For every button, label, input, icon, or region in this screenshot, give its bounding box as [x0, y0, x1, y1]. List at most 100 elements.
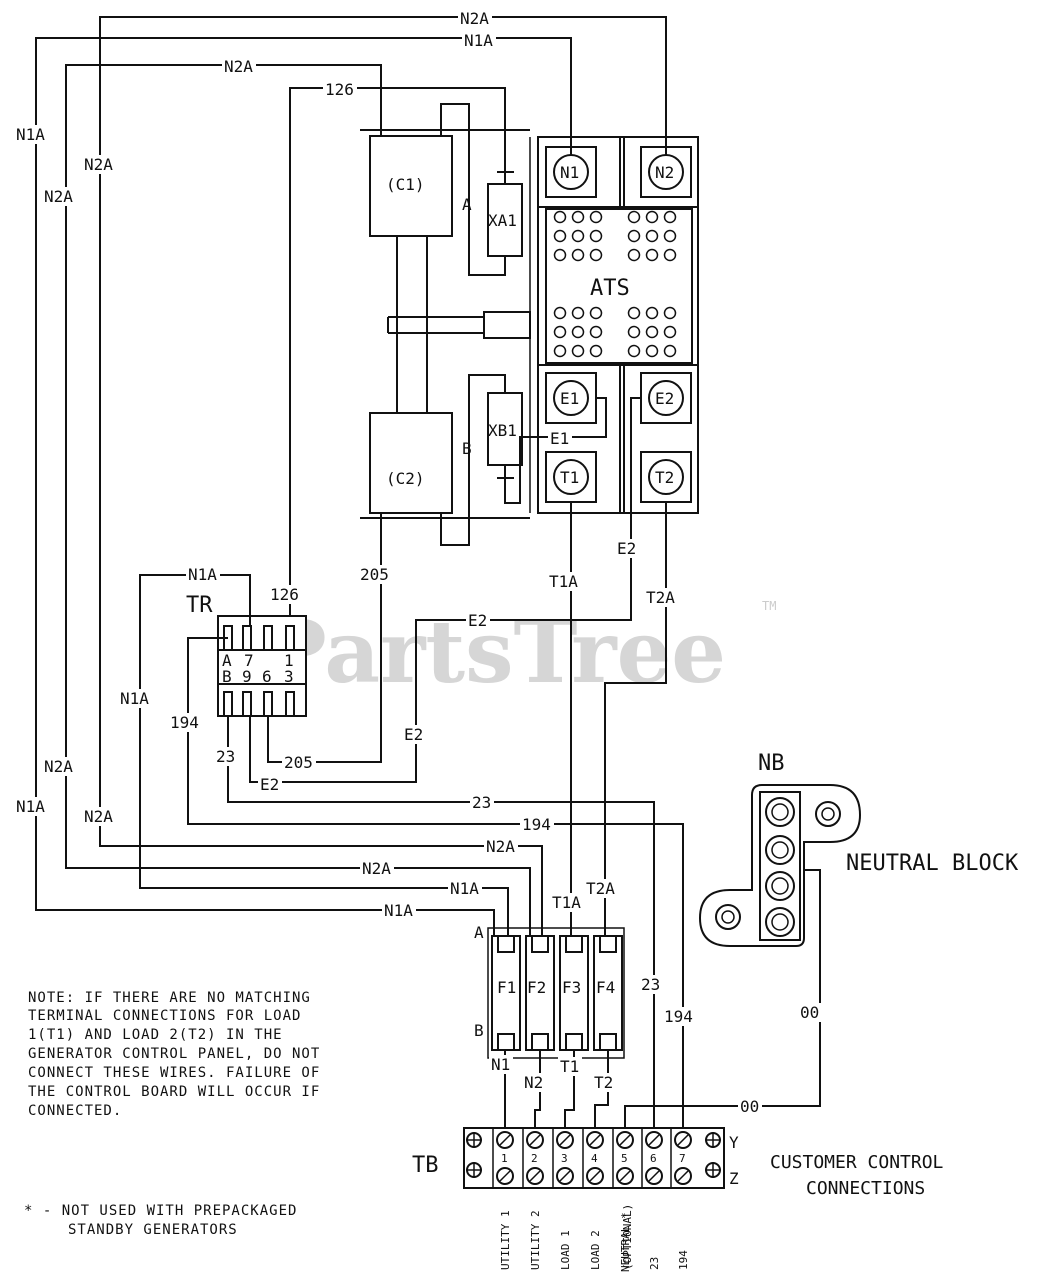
wire-label-bg	[550, 893, 584, 912]
ats-contact-dot	[589, 325, 603, 339]
coil-c2: (C2)	[360, 412, 530, 524]
wire-labels: N2AN1AN2A126N1AN2AN2AE1E2T1AT2AN1A126205…	[14, 9, 822, 1116]
terminal-e2: E2	[640, 372, 692, 424]
wire-label-bg	[258, 775, 282, 794]
wire-label-bg	[592, 1073, 616, 1092]
ats-contact-dot	[645, 344, 659, 358]
wire-label: 23	[216, 747, 235, 766]
wire-label-bg	[14, 125, 48, 144]
tb-pin-number: 2	[531, 1152, 538, 1165]
fuse-side-a: A	[474, 923, 484, 942]
wire-label-bg	[14, 797, 48, 816]
fuse-3	[559, 935, 589, 1051]
tr-pin-b: B	[222, 667, 232, 686]
wire-n2a-top	[99, 16, 667, 820]
wire-e2	[249, 397, 641, 783]
tr-pin-3: 3	[284, 667, 294, 686]
wire-label-bg	[42, 187, 76, 206]
ats-contact-dot	[571, 210, 585, 224]
tb-pin-number: 5	[621, 1152, 628, 1165]
ats-contact-dot	[571, 344, 585, 358]
tr-pin-7: 7	[244, 651, 254, 670]
terminal-t2: T2	[640, 451, 692, 503]
transformer-tr	[217, 615, 307, 717]
tb-screw-3	[556, 1131, 574, 1149]
wire-label: N1A	[16, 797, 45, 816]
svg-text:TERMINAL CONNECTIONS FOR LOAD: TERMINAL CONNECTIONS FOR LOAD	[28, 1008, 301, 1024]
tb-bottom-label: UTILITY 1	[499, 1210, 512, 1270]
ats-contact-dot	[589, 248, 603, 262]
wire-label: T1A	[552, 893, 581, 912]
tb-pin-number: 4	[591, 1152, 598, 1165]
tb-screw-5	[616, 1131, 634, 1149]
wire-label: N2A	[224, 57, 253, 76]
svg-text:CONNECT THESE WIRES. FAILURE O: CONNECT THESE WIRES. FAILURE OF	[28, 1065, 320, 1081]
tr-pin-a: A	[222, 651, 232, 670]
tb-screw-1	[496, 1131, 514, 1149]
wire-a-label: A	[462, 195, 472, 214]
wire-label-bg	[360, 859, 394, 878]
svg-text:NOTE: IF THERE ARE NO MATCHING: NOTE: IF THERE ARE NO MATCHING	[28, 990, 311, 1006]
wire-label: N2A	[84, 155, 113, 174]
wire-n1a-top	[35, 37, 572, 908]
wire-label-bg	[458, 9, 492, 28]
wire-label-bg	[448, 879, 482, 898]
ats-contact-dot	[553, 306, 567, 320]
svg-text:E1: E1	[560, 389, 579, 408]
wire-label: N2A	[460, 9, 489, 28]
wire-126	[289, 87, 506, 620]
ats-contact-dot	[553, 344, 567, 358]
tb-screw-lower-3	[556, 1167, 574, 1185]
customer-control-line1: CUSTOMER CONTROL	[770, 1152, 944, 1173]
wire-label-bg	[470, 793, 494, 812]
svg-text:N2: N2	[655, 163, 674, 182]
wire-e1	[504, 397, 607, 504]
wire-label: 23	[472, 793, 491, 812]
ats-contact-dot	[589, 229, 603, 243]
tb-bottom-label: LOAD 1	[559, 1230, 572, 1270]
tb-screw-4	[586, 1131, 604, 1149]
tb-z: Z	[729, 1169, 739, 1188]
ats-contact-dot	[589, 344, 603, 358]
fuse-side-b: B	[474, 1021, 484, 1040]
wire-label: 205	[360, 565, 389, 584]
wire-label-bg	[402, 725, 426, 744]
wire-label: N2A	[44, 757, 73, 776]
wire-label-bg	[118, 689, 152, 708]
tb-y: Y	[729, 1133, 739, 1152]
ats-contact-dot	[645, 229, 659, 243]
tb-screw-7	[674, 1131, 692, 1149]
fuse-f4: F4	[596, 978, 615, 997]
wire-label: 194	[522, 815, 551, 834]
tb-bottom-label: NEUTRAL *	[619, 1212, 632, 1272]
ats-contact-dot	[627, 229, 641, 243]
xa1-switch: XA1	[440, 103, 523, 276]
wire-label: E2	[617, 539, 636, 558]
svg-text:THE CONTROL BOARD WILL OCCUR I: THE CONTROL BOARD WILL OCCUR IF	[28, 1084, 320, 1100]
wire-label: T1A	[549, 572, 578, 591]
wire-label: T1	[560, 1057, 579, 1076]
wire-n2a-f2	[99, 820, 543, 936]
tb-screw-lower-7	[674, 1167, 692, 1185]
wire-label-bg	[615, 539, 639, 558]
tb-pin-number: 7	[679, 1152, 686, 1165]
wire-t2a	[604, 502, 667, 936]
wire-00	[624, 869, 821, 1128]
tr-pin-9: 9	[242, 667, 252, 686]
wire-label: N2A	[362, 859, 391, 878]
ats-contact-dot	[589, 306, 603, 320]
tb-pin-number: 6	[650, 1152, 657, 1165]
tr-pin-6: 6	[262, 667, 272, 686]
ats-contact-dot	[553, 229, 567, 243]
wire-label-bg	[548, 429, 572, 448]
tr-label: TR	[186, 593, 213, 618]
wire-label: N1A	[450, 879, 479, 898]
ats-contact-dot	[627, 325, 641, 339]
tb-screw-lower-4	[586, 1167, 604, 1185]
tb-screw-2	[526, 1131, 544, 1149]
terminal-e1: E1	[545, 372, 597, 424]
svg-text:GENERATOR CONTROL PANEL, DO NO: GENERATOR CONTROL PANEL, DO NOT	[28, 1046, 320, 1062]
wire-label: T2	[594, 1073, 613, 1092]
fuse-4	[593, 935, 623, 1051]
tb-screw-lower-2	[526, 1167, 544, 1185]
